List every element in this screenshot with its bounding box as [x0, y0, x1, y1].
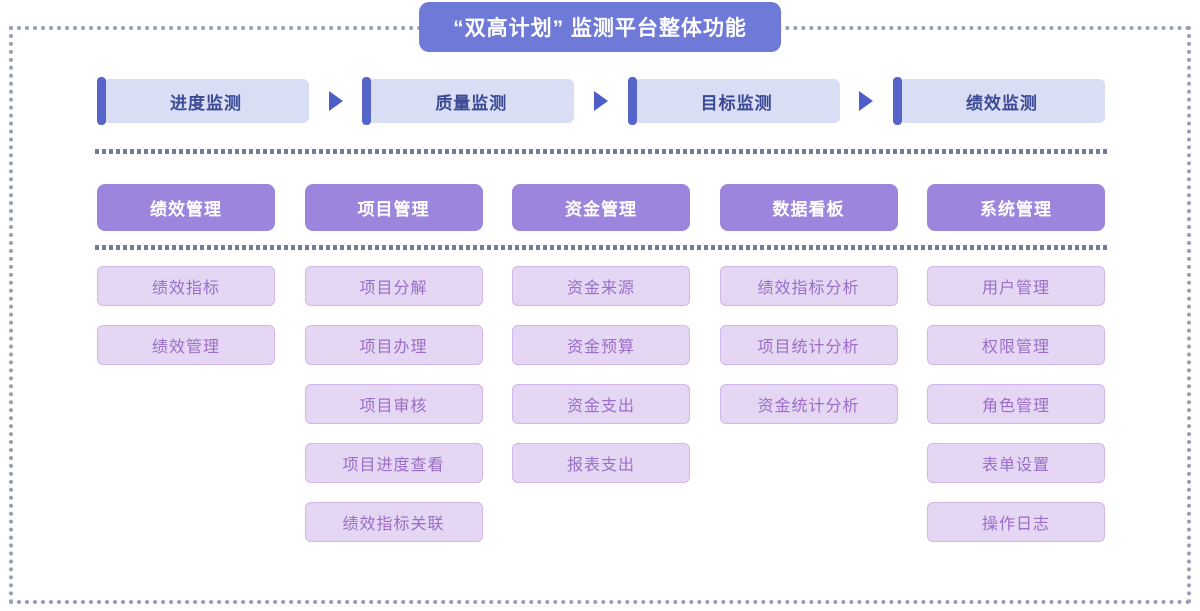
module-header-performance: 绩效管理	[97, 184, 275, 231]
flow-step-accent-bar	[892, 77, 902, 125]
item-box: 项目进度查看	[304, 443, 483, 483]
item-box: 报表支出	[512, 443, 690, 483]
module-header-funds: 资金管理	[512, 184, 690, 231]
flow-step-progress: 进度监测	[97, 76, 309, 126]
item-box: 资金统计分析	[719, 384, 898, 424]
flow-step-accent-bar	[362, 77, 372, 125]
item-box: 资金来源	[512, 266, 690, 306]
item-box: 操作日志	[927, 502, 1105, 542]
flow-step-label: 目标监测	[633, 79, 840, 123]
item-box: 项目办理	[304, 325, 483, 365]
flow-step-performance: 绩效监测	[892, 76, 1105, 126]
flow-step-target: 目标监测	[627, 76, 840, 126]
item-box: 资金支出	[512, 384, 690, 424]
arrow-right-icon	[328, 91, 343, 111]
flow-step-label: 绩效监测	[898, 79, 1105, 123]
column-performance: 绩效指标 绩效管理	[97, 266, 275, 542]
column-funds: 资金来源 资金预算 资金支出 报表支出	[512, 266, 690, 542]
column-project: 项目分解 项目办理 项目审核 项目进度查看 绩效指标关联	[304, 266, 483, 542]
dashed-separator-bottom	[95, 245, 1109, 250]
item-box: 项目分解	[304, 266, 483, 306]
arrow-right-icon	[859, 91, 874, 111]
flow-step-quality: 质量监测	[362, 76, 575, 126]
module-header-dashboard: 数据看板	[719, 184, 898, 231]
item-box: 绩效管理	[97, 325, 275, 365]
item-box: 用户管理	[927, 266, 1105, 306]
column-system: 用户管理 权限管理 角色管理 表单设置 操作日志	[927, 266, 1105, 542]
item-box: 绩效指标关联	[304, 502, 483, 542]
flow-step-accent-bar	[627, 77, 637, 125]
module-headers-row: 绩效管理 项目管理 资金管理 数据看板 系统管理	[97, 184, 1105, 231]
module-header-system: 系统管理	[927, 184, 1105, 231]
arrow-right-icon	[593, 91, 608, 111]
flow-step-accent-bar	[97, 77, 106, 125]
item-box: 项目审核	[304, 384, 483, 424]
item-box: 表单设置	[927, 443, 1105, 483]
module-header-project: 项目管理	[304, 184, 483, 231]
item-box: 绩效指标分析	[719, 266, 898, 306]
diagram-title: “双高计划” 监测平台整体功能	[419, 2, 781, 52]
item-box: 绩效指标	[97, 266, 275, 306]
item-box: 权限管理	[927, 325, 1105, 365]
column-dashboard: 绩效指标分析 项目统计分析 资金统计分析	[719, 266, 898, 542]
item-box: 项目统计分析	[719, 325, 898, 365]
module-items-grid: 绩效指标 绩效管理 项目分解 项目办理 项目审核 项目进度查看 绩效指标关联 资…	[97, 266, 1105, 542]
flow-step-label: 质量监测	[368, 79, 575, 123]
item-box: 角色管理	[927, 384, 1105, 424]
monitoring-flow-row: 进度监测 质量监测 目标监测 绩效监测	[97, 76, 1105, 126]
item-box: 资金预算	[512, 325, 690, 365]
dashed-separator-top	[95, 149, 1109, 154]
flow-step-label: 进度监测	[103, 79, 309, 123]
